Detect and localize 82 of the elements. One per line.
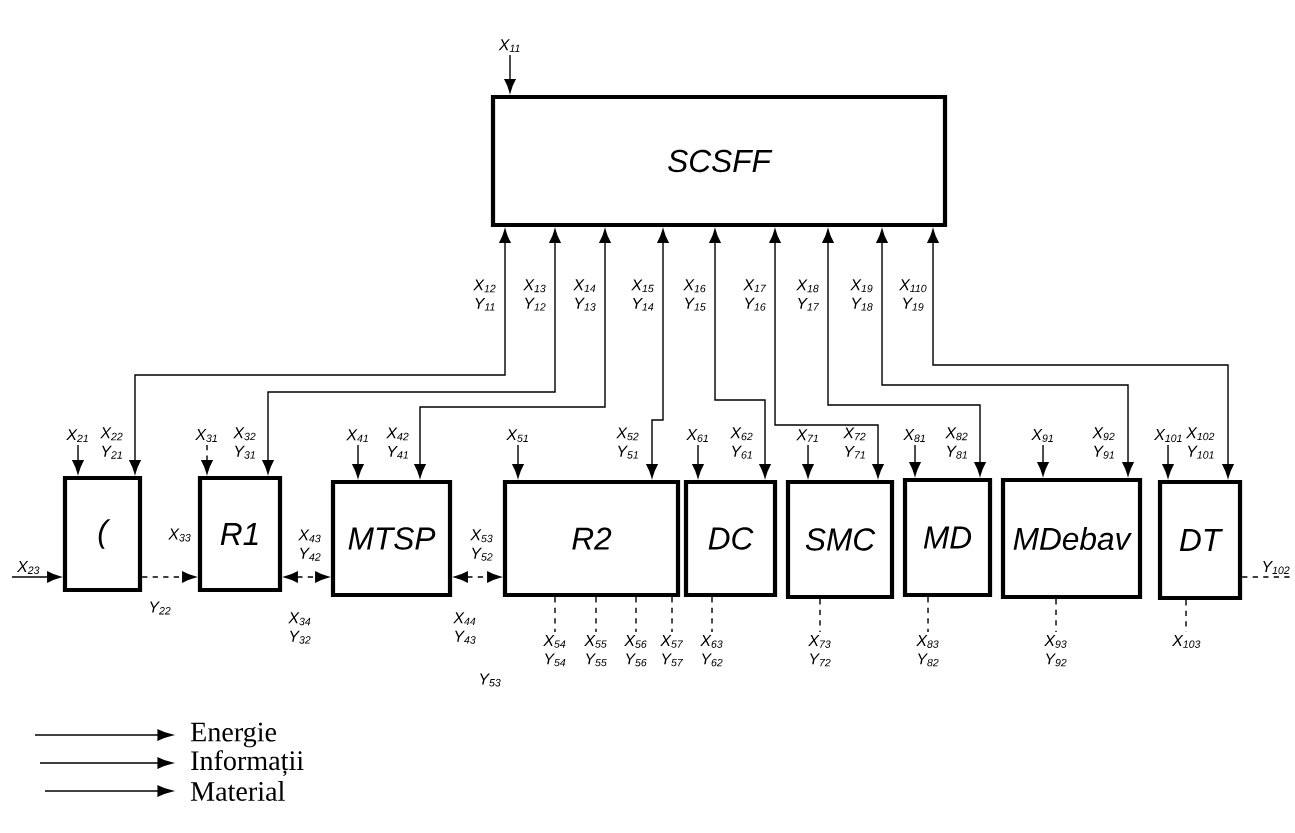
- block-box: SMC: [785, 479, 895, 600]
- signal-label: X$_{17}$ Y$_{16}$: [743, 279, 767, 311]
- arrow: [512, 444, 524, 478]
- signal-label: X$_{71}$: [796, 429, 818, 442]
- arrow: [909, 444, 921, 476]
- block-box: MTSP: [330, 479, 453, 598]
- signal-label: X$_{81}$: [903, 429, 925, 442]
- signal-label: X$_{16}$ Y$_{15}$: [683, 279, 706, 311]
- signal-label: X$_{33}$: [168, 528, 191, 542]
- arrow: [454, 571, 501, 583]
- arrow: [1162, 444, 1174, 478]
- arrow: [709, 229, 771, 478]
- signal-label: X$_{34}$ Y$_{32}$: [288, 612, 311, 644]
- block-box: DT: [1157, 479, 1243, 601]
- legend-label: Energie: [190, 722, 277, 748]
- signal-label: X$_{56}$ Y$_{56}$: [624, 635, 647, 667]
- signal-label: X$_{11}$: [498, 39, 520, 52]
- signal-label: Y$_{22}$: [150, 601, 171, 615]
- arrow: [1037, 444, 1049, 476]
- arrow: [646, 229, 669, 478]
- signal-label: X$_{44}$ Y$_{43}$: [453, 612, 476, 644]
- arrow: [876, 229, 1134, 476]
- block-box: (: [62, 475, 143, 593]
- signal-label: X$_{110}$ Y$_{19}$: [898, 279, 927, 311]
- arrow: [802, 444, 814, 478]
- signal-label: X$_{102}$ Y$_{101}$: [1185, 427, 1215, 459]
- signal-label: X$_{57}$ Y$_{57}$: [660, 635, 684, 667]
- block-box: R1: [197, 475, 283, 593]
- arrow: [72, 444, 84, 474]
- signal-label: X$_{82}$ Y$_{81}$: [945, 427, 968, 459]
- signal-label: X$_{12}$ Y$_{11}$: [473, 279, 496, 311]
- signal-label: X$_{22}$ Y$_{21}$: [100, 427, 123, 459]
- signal-label: X$_{62}$ Y$_{61}$: [730, 427, 753, 459]
- signal-label: X$_{42}$ Y$_{41}$: [386, 427, 409, 459]
- signal-label: X$_{31}$: [195, 429, 217, 442]
- arrow: [822, 229, 986, 476]
- arrow: [504, 54, 516, 93]
- arrow: [352, 444, 364, 478]
- arrow: [262, 229, 561, 474]
- block-box: DC: [683, 479, 778, 598]
- signal-label: X$_{91}$: [1031, 429, 1053, 442]
- arrow: [927, 229, 1234, 478]
- signal-label: X$_{15}$ Y$_{14}$: [631, 279, 654, 311]
- signal-label: X$_{103}$: [1171, 635, 1201, 648]
- legend-label: Material: [190, 781, 285, 801]
- block-box: R2: [502, 479, 681, 598]
- signal-label: X$_{72}$ Y$_{71}$: [843, 427, 866, 459]
- arrow: [284, 571, 329, 583]
- signal-label: X$_{13}$ Y$_{12}$: [523, 279, 546, 311]
- arrow: [201, 444, 213, 474]
- signal-label: X$_{51}$: [506, 429, 528, 442]
- signal-label: X$_{41}$: [346, 429, 368, 442]
- arrow: [769, 229, 884, 478]
- signal-label: X$_{83}$ Y$_{82}$: [916, 635, 939, 667]
- arrow: [11, 571, 61, 583]
- arrow: [692, 444, 704, 478]
- signal-label: X$_{18}$ Y$_{17}$: [796, 279, 820, 311]
- signal-label: Y$_{102}$: [1263, 561, 1290, 575]
- signal-label: X$_{93}$ Y$_{92}$: [1044, 635, 1067, 667]
- signal-label: X$_{14}$ Y$_{13}$: [573, 279, 596, 311]
- arrow: [129, 229, 511, 474]
- block-box: MDebav: [1000, 477, 1143, 600]
- signal-label: X$_{53}$ Y$_{52}$: [470, 529, 493, 561]
- block-box: SCSFF: [490, 94, 948, 228]
- signal-label: Y$_{53}$: [480, 673, 501, 687]
- block-box: MD: [902, 477, 993, 598]
- signal-label: X$_{63}$ Y$_{62}$: [700, 635, 723, 667]
- signal-label: X$_{61}$: [686, 429, 708, 442]
- signal-label: X$_{43}$ Y$_{42}$: [298, 529, 321, 561]
- arrow: [141, 571, 196, 583]
- arrow: [414, 229, 611, 478]
- signal-label: X$_{73}$ Y$_{72}$: [808, 635, 831, 667]
- legend-label: Informații: [191, 750, 304, 776]
- signal-label: X$_{92}$ Y$_{91}$: [1092, 427, 1115, 459]
- signal-label: X$_{21}$: [66, 429, 88, 442]
- signal-label: X$_{52}$ Y$_{51}$: [616, 427, 639, 459]
- signal-label: X$_{101}$: [1153, 429, 1182, 442]
- signal-label: X$_{32}$ Y$_{31}$: [233, 427, 256, 459]
- signal-label: X$_{54}$ Y$_{54}$: [543, 635, 566, 667]
- signal-label: X$_{19}$ Y$_{18}$: [850, 279, 873, 311]
- signal-label: X$_{23}$: [16, 561, 40, 575]
- signal-label: X$_{55}$ Y$_{55}$: [584, 635, 607, 667]
